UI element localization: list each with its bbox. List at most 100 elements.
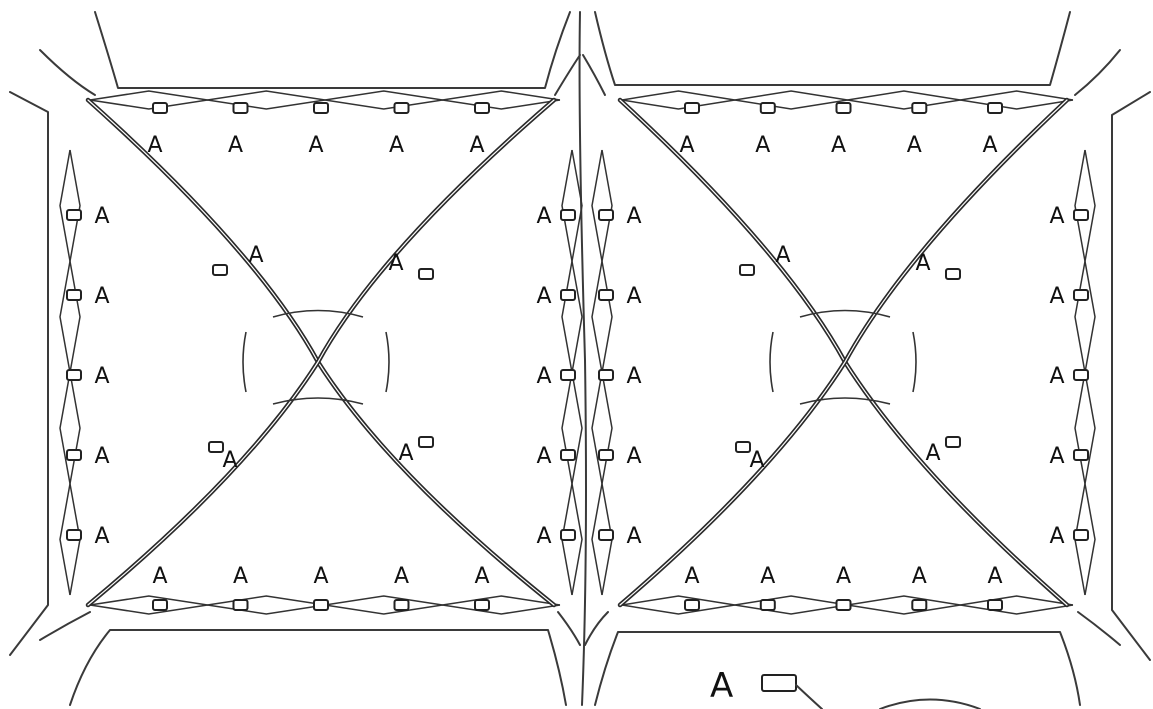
hub-upper-arc	[799, 309, 891, 318]
corner-br	[1077, 611, 1121, 646]
sensor-marker	[232, 102, 249, 114]
hub-right-bracket	[912, 331, 917, 393]
center-column	[578, 11, 587, 706]
sensor-label: A	[388, 251, 403, 276]
sensor-label: A	[536, 284, 551, 309]
sensor-label: A	[907, 133, 922, 158]
sensor-label: A	[626, 284, 641, 309]
sensor-marker	[835, 102, 852, 114]
sensor-label: A	[228, 133, 243, 158]
sensor-marker	[418, 436, 434, 448]
legend-leader-line	[795, 684, 823, 709]
sensor-marker	[560, 289, 576, 301]
corner-tr-left	[554, 54, 581, 96]
sensor-label: A	[94, 524, 109, 549]
sensor-marker	[66, 289, 82, 301]
sensor-label: A	[308, 133, 323, 158]
sensor-label: A	[684, 564, 699, 589]
sensor-marker	[945, 436, 961, 448]
sensor-label: A	[1049, 364, 1064, 389]
sensor-label: A	[389, 133, 404, 158]
top-beam-right	[594, 11, 1071, 86]
sensor-marker	[735, 441, 751, 453]
corner-bl-right	[584, 611, 609, 646]
sensor-marker	[208, 441, 224, 453]
sensor-label: A	[233, 564, 248, 589]
sensor-marker	[1073, 449, 1089, 461]
legend-sensor-symbol	[761, 674, 797, 692]
sensor-marker	[474, 102, 490, 114]
sensor-marker	[1073, 289, 1089, 301]
sensor-label: A	[1049, 524, 1064, 549]
sensor-label: A	[536, 444, 551, 469]
sensor-label: A	[626, 364, 641, 389]
sensor-marker	[1073, 529, 1089, 541]
sensor-label: A	[836, 564, 851, 589]
sensor-label: A	[912, 564, 927, 589]
sensor-marker	[418, 268, 434, 280]
sensor-label: A	[915, 251, 930, 276]
sensor-marker	[393, 102, 410, 114]
sensor-label: A	[152, 564, 167, 589]
sensor-marker	[152, 102, 168, 114]
sensor-label: A	[626, 444, 641, 469]
sensor-marker	[684, 102, 700, 114]
sensor-marker	[598, 289, 614, 301]
sensor-label: A	[94, 284, 109, 309]
sensor-label: A	[94, 444, 109, 469]
sensor-label: A	[987, 564, 1002, 589]
sensor-label: A	[313, 564, 328, 589]
bottom-beam-right	[594, 631, 1081, 706]
sensor-marker	[759, 102, 776, 114]
sensor-marker	[835, 599, 852, 611]
edge-cable-strand	[89, 90, 561, 101]
right-wall	[1111, 91, 1151, 661]
corner-tl	[39, 49, 96, 96]
edge-cable-strand	[621, 90, 1074, 101]
sensor-marker	[560, 369, 576, 381]
diagonal-cable	[617, 97, 1070, 608]
sensor-marker	[911, 599, 928, 611]
sensor-marker	[598, 529, 614, 541]
sensor-label: A	[394, 564, 409, 589]
corner-tr	[1074, 49, 1121, 96]
left-wall	[9, 91, 49, 656]
sensor-label: A	[1049, 204, 1064, 229]
sensor-label: A	[536, 524, 551, 549]
sensor-marker	[66, 529, 82, 541]
sensor-marker	[684, 599, 700, 611]
hub-lower-arc	[272, 397, 364, 405]
sensor-marker	[598, 449, 614, 461]
sensor-marker	[313, 102, 329, 114]
sensor-label: A	[469, 133, 484, 158]
sensor-marker	[560, 529, 576, 541]
sensor-label: A	[749, 448, 764, 473]
sensor-label: A	[626, 204, 641, 229]
sensor-marker	[987, 599, 1003, 611]
sensor-marker	[1073, 369, 1089, 381]
sensor-label: A	[94, 364, 109, 389]
hub-left-bracket	[242, 331, 247, 393]
sensor-marker	[232, 599, 249, 611]
sensor-label: A	[831, 133, 846, 158]
sensor-marker	[212, 264, 228, 276]
sensor-marker	[393, 599, 410, 611]
structure-outlines	[9, 11, 1151, 706]
sensor-label: A	[679, 133, 694, 158]
sensor-label: A	[147, 133, 162, 158]
sensor-label: A	[222, 448, 237, 473]
sensor-label: A	[755, 133, 770, 158]
sensor-marker	[987, 102, 1003, 114]
sensor-marker	[66, 369, 82, 381]
corner-bl	[39, 611, 91, 641]
sensor-marker	[739, 264, 755, 276]
corner-br-left	[557, 611, 581, 646]
sensor-label: A	[1049, 444, 1064, 469]
sensor-marker	[560, 209, 576, 221]
diagonal-cable-highlight	[87, 99, 555, 606]
sensor-marker	[313, 599, 329, 611]
